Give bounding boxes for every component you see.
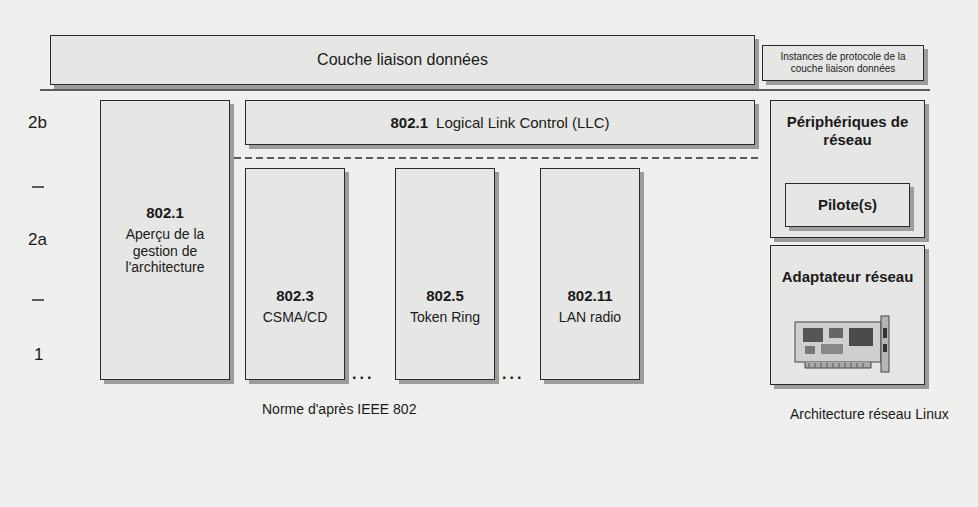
card-contacts — [809, 363, 863, 367]
standard-number: 802.1 — [391, 114, 429, 132]
text-group: Périphériques de réseau — [776, 113, 919, 149]
layer-tick — [32, 186, 44, 188]
text-group: Couche liaison données — [317, 50, 488, 69]
layer-tick — [32, 299, 44, 301]
box-text: Logical Link Control (LLC) — [436, 114, 609, 132]
note-box: Instances de protocole de la couche liai… — [762, 45, 924, 81]
standard-box: 802.1Aperçu de la gestion de l'architect… — [100, 100, 230, 380]
card-bracket — [881, 316, 889, 372]
box-text: Adaptateur réseau — [782, 268, 914, 286]
ellipsis-mark: ... — [502, 364, 524, 383]
standard-box: 802.5Token Ring — [395, 168, 495, 380]
card-board — [795, 322, 881, 362]
layer-number: 2b — [28, 113, 47, 133]
device-box: Périphériques de réseauPilote(s) — [770, 100, 925, 238]
box-text: Token Ring — [410, 309, 480, 326]
text-group: 802.5Token Ring — [410, 287, 480, 326]
driver-box: Pilote(s) — [785, 183, 910, 227]
card-connector — [805, 362, 871, 368]
card-chip — [821, 344, 843, 354]
standard-number: 802.1 — [146, 204, 184, 222]
text-group: 802.1Aperçu de la gestion de l'architect… — [106, 204, 224, 276]
box-text: LAN radio — [559, 309, 621, 326]
card-port — [883, 328, 887, 338]
sublayer-separator — [234, 157, 762, 159]
layer-band: Couche liaison données — [50, 35, 755, 85]
text-group: Pilote(s) — [818, 196, 877, 214]
standard-box: 802.3CSMA/CD — [245, 168, 345, 380]
standard-number: 802.5 — [426, 287, 464, 305]
text-group: 802.1 Logical Link Control (LLC) — [391, 114, 610, 132]
ellipsis-mark: ... — [352, 364, 374, 383]
card-chip — [829, 328, 843, 338]
text-group: 802.11LAN radio — [559, 287, 621, 326]
card-chip — [803, 328, 823, 342]
box-text: CSMA/CD — [263, 309, 328, 326]
card-chip — [805, 346, 815, 354]
box-text: Instances de protocole de la couche liai… — [768, 51, 918, 75]
standard-box: 802.1 Logical Link Control (LLC) — [245, 100, 755, 145]
box-text: Périphériques de réseau — [776, 113, 919, 149]
layer-number: 1 — [34, 345, 43, 365]
box-text: Pilote(s) — [818, 196, 877, 214]
text-group: 802.3CSMA/CD — [263, 287, 328, 326]
standard-box: 802.11LAN radio — [540, 168, 640, 380]
layer-separator — [40, 89, 930, 91]
standard-number: 802.3 — [276, 287, 314, 305]
box-text: Couche liaison données — [317, 50, 488, 69]
caption-label: Architecture réseau Linux — [790, 406, 949, 423]
layer-number: 2a — [28, 230, 47, 250]
box-text: Aperçu de la gestion de l'architecture — [106, 226, 224, 276]
card-port — [883, 344, 887, 352]
card-chip — [849, 328, 873, 346]
text-group: Adaptateur réseau — [782, 268, 914, 286]
standard-number: 802.11 — [567, 287, 612, 305]
text-group: Instances de protocole de la couche liai… — [768, 51, 918, 75]
adapter-box: Adaptateur réseau — [770, 245, 925, 385]
network-card-illustration — [791, 314, 903, 376]
caption-label: Norme d'après IEEE 802 — [262, 401, 416, 418]
